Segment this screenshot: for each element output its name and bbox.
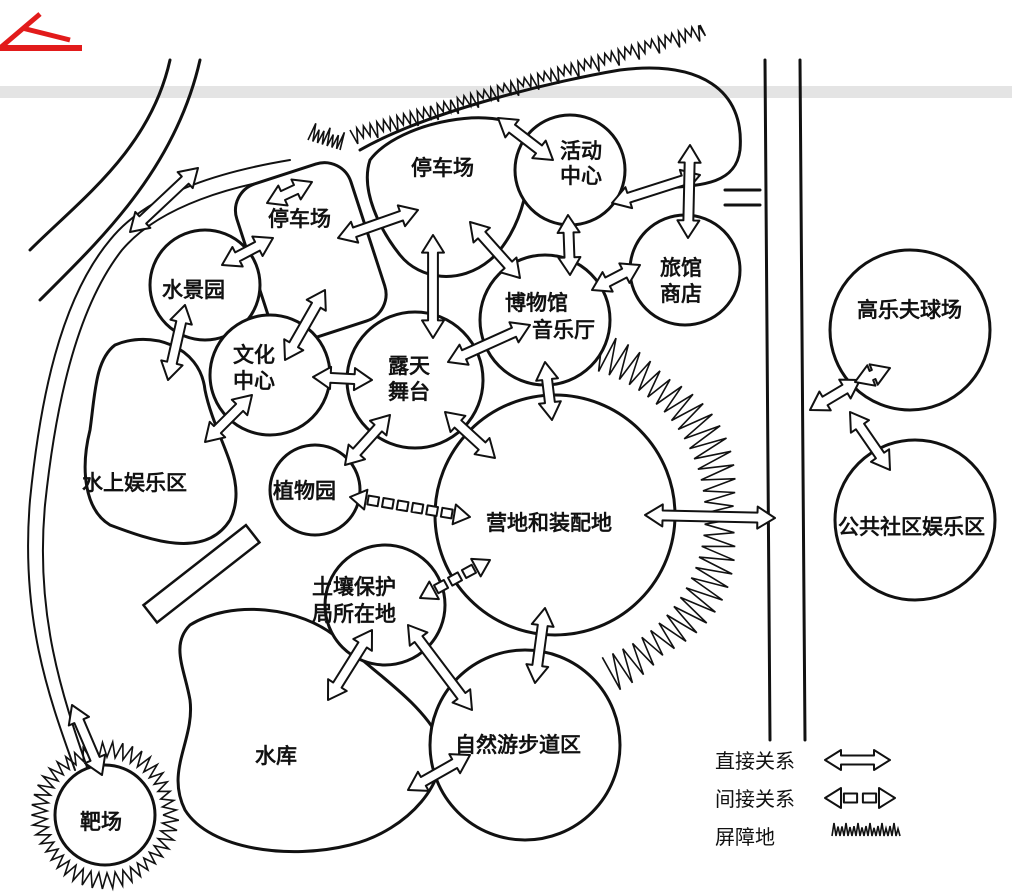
direct-relationship-arrows — [67, 117, 891, 792]
parking-left-culture-arrow — [283, 289, 327, 361]
legend-direct-arrow-icon — [824, 749, 891, 771]
parking-water-garden-arrow — [221, 235, 274, 268]
activity-hotel-arrow — [611, 168, 701, 210]
reservoir-trail-arrow — [407, 753, 471, 792]
stage-botanical-arrow — [344, 414, 391, 466]
label-activity-center-2: 中心 — [560, 163, 602, 188]
water-garden-recreation-arrow — [160, 304, 193, 381]
museum-camp-arrow — [535, 361, 562, 421]
label-shooting-range: 靶场 — [80, 809, 122, 834]
activity-hotel-vertical-arrow — [676, 144, 702, 239]
legend-direct-label: 直接关系 — [715, 749, 795, 773]
label-community-recreation: 公共社区娱乐区 — [838, 514, 985, 539]
label-nature-trail: 自然游步道区 — [455, 732, 581, 757]
botanical-camp-indirect-arrow — [349, 488, 471, 526]
activity-museum-arrow — [556, 214, 582, 276]
road-edge-left — [763, 58, 772, 742]
soil-camp-indirect-arrow — [419, 557, 491, 601]
stage-museum-arrow — [447, 321, 531, 366]
legend-indirect-arrow-icon — [824, 787, 896, 809]
legend-indirect-arrow-shape — [824, 787, 896, 809]
legend: 直接关系 间接关系 屏障地 — [715, 749, 901, 849]
community-connector-arrow — [849, 411, 891, 471]
parking-top-stage-arrow — [421, 234, 445, 339]
golf-tip-arrow — [854, 363, 891, 387]
camp-trail-arrow — [525, 607, 555, 684]
label-cultural-center-2: 中心 — [233, 368, 275, 393]
label-museum-music-2: 音乐厅 — [532, 317, 595, 342]
zone-community-recreation — [833, 438, 997, 602]
legend-barrier-hatch-icon — [831, 822, 901, 837]
road-edge-right — [798, 58, 807, 742]
label-open-stage-1: 露天 — [388, 353, 431, 378]
label-activity-center-1: 活动 — [560, 138, 602, 163]
parking-top-museum-arrow — [469, 221, 521, 279]
culture-stage-arrow — [312, 365, 373, 392]
zone-labels: 停车场 停车场 活动 中心 水景园 旅馆 商店 博物馆 音乐厅 文化 中心 露天… — [80, 138, 985, 834]
golf-connector-arrow — [809, 378, 861, 412]
legend-indirect-label: 间接关系 — [715, 787, 795, 811]
header-decoration — [0, 12, 1012, 98]
culture-recreation-arrow — [204, 394, 253, 443]
soil-reservoir-arrow — [327, 629, 373, 701]
label-parking-top: 停车场 — [411, 155, 474, 180]
zone-shooting-range — [53, 763, 157, 867]
legend-barrier-label: 屏障地 — [715, 825, 775, 849]
label-camp-assembly: 营地和装配地 — [486, 510, 612, 535]
label-parking-left: 停车场 — [268, 206, 331, 231]
label-museum-music-1: 博物馆 — [505, 290, 568, 315]
label-botanical-garden: 植物园 — [273, 478, 336, 503]
label-open-stage-2: 舞台 — [388, 379, 430, 404]
header-gray-rule — [0, 86, 1012, 98]
parking-left-path-arrow — [266, 178, 313, 207]
label-water-garden: 水景园 — [162, 277, 225, 302]
label-soil-bureau-2: 局所在地 — [312, 601, 396, 626]
hotel-museum-arrow — [591, 262, 641, 293]
road-spur — [723, 188, 762, 207]
label-water-recreation: 水上娱乐区 — [82, 470, 187, 495]
zone-water-recreation — [83, 337, 238, 545]
parking-left-parking-top-arrow — [337, 204, 419, 244]
parking-activity-arrow — [497, 117, 554, 161]
indirect-relationship-arrows — [349, 488, 491, 601]
label-golf: 高乐夫球场 — [857, 297, 962, 322]
roads — [28, 58, 807, 742]
label-cultural-center-1: 文化 — [233, 342, 275, 367]
camp-road-arrow — [644, 503, 776, 530]
label-hotel-shop-1: 旅馆 — [660, 255, 702, 280]
barrier-hatches — [29, 24, 736, 892]
header-red-bar — [0, 45, 82, 51]
label-reservoir: 水库 — [255, 743, 297, 768]
small-bar-feature — [141, 523, 262, 625]
road-link-arrow — [129, 167, 199, 233]
zone-nature-trail — [428, 648, 622, 842]
header-glyph-stroke — [0, 12, 71, 50]
legend-direct-arrow-shape — [824, 749, 891, 771]
label-hotel-shop-2: 商店 — [660, 281, 702, 306]
label-soil-bureau-1: 土壤保护 — [312, 574, 396, 599]
stage-camp-arrow — [444, 411, 496, 459]
zone-botanical-garden — [268, 443, 362, 537]
soil-trail-arrow — [407, 624, 473, 711]
path-range-arrow — [67, 704, 107, 776]
